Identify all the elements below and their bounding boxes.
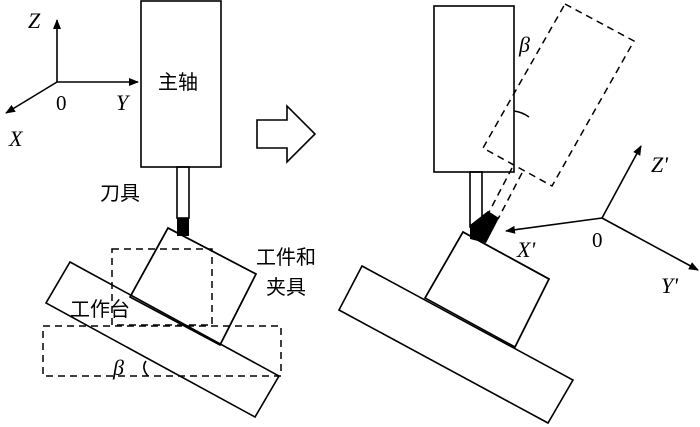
left-tool: 刀具 bbox=[100, 166, 190, 236]
y-prime-axis-arrow bbox=[601, 217, 699, 271]
tool-tilted-edge-2 bbox=[497, 172, 523, 220]
workpiece-label-line2: 夹具 bbox=[266, 275, 306, 299]
x-prime-label: X' bbox=[516, 237, 535, 262]
tool-tilted-edge-1 bbox=[487, 167, 513, 215]
y-axis-label: Y bbox=[116, 90, 131, 115]
table-original-position bbox=[42, 325, 282, 377]
tool-tip bbox=[177, 218, 189, 236]
workpiece-original-position bbox=[111, 248, 213, 326]
spindle-body-right bbox=[433, 5, 515, 173]
right-spindle bbox=[433, 5, 515, 228]
table-label: 工作台 bbox=[70, 297, 130, 321]
origin-label: 0 bbox=[56, 91, 67, 115]
tool-tip-right bbox=[470, 211, 499, 243]
z-prime-axis-arrow bbox=[601, 145, 642, 219]
origin-prime-label: 0 bbox=[592, 228, 603, 252]
workpiece-outline bbox=[129, 226, 258, 346]
angle-arc-right bbox=[513, 110, 530, 118]
x-axis-arrow bbox=[5, 81, 58, 114]
angle-label: β bbox=[112, 355, 124, 380]
left-spindle: 主轴 bbox=[140, 0, 222, 168]
workpiece-label-line1: 工件和 bbox=[256, 245, 316, 269]
transform-arrow-icon bbox=[256, 104, 317, 164]
z-prime-label: Z' bbox=[651, 152, 668, 177]
tool-shank bbox=[176, 166, 190, 219]
workpiece-tilted bbox=[128, 226, 258, 347]
tool-label: 刀具 bbox=[100, 181, 140, 205]
x-axis-label: X bbox=[8, 126, 24, 151]
y-prime-label: Y' bbox=[661, 273, 678, 298]
table-tilted bbox=[44, 260, 281, 419]
z-axis-label: Z bbox=[28, 8, 41, 33]
right-coordinate-system: Z' X' Y' 0 bbox=[505, 145, 699, 298]
angle-label-right: β bbox=[518, 32, 530, 57]
angle-arc bbox=[143, 360, 149, 377]
left-coordinate-system: Z Y X 0 bbox=[5, 8, 139, 151]
spindle-tilted-position bbox=[481, 2, 636, 188]
x-prime-axis-arrow bbox=[505, 217, 603, 234]
spindle-label: 主轴 bbox=[158, 70, 198, 94]
workpiece-right-outline bbox=[424, 230, 551, 348]
table-right bbox=[337, 264, 575, 425]
